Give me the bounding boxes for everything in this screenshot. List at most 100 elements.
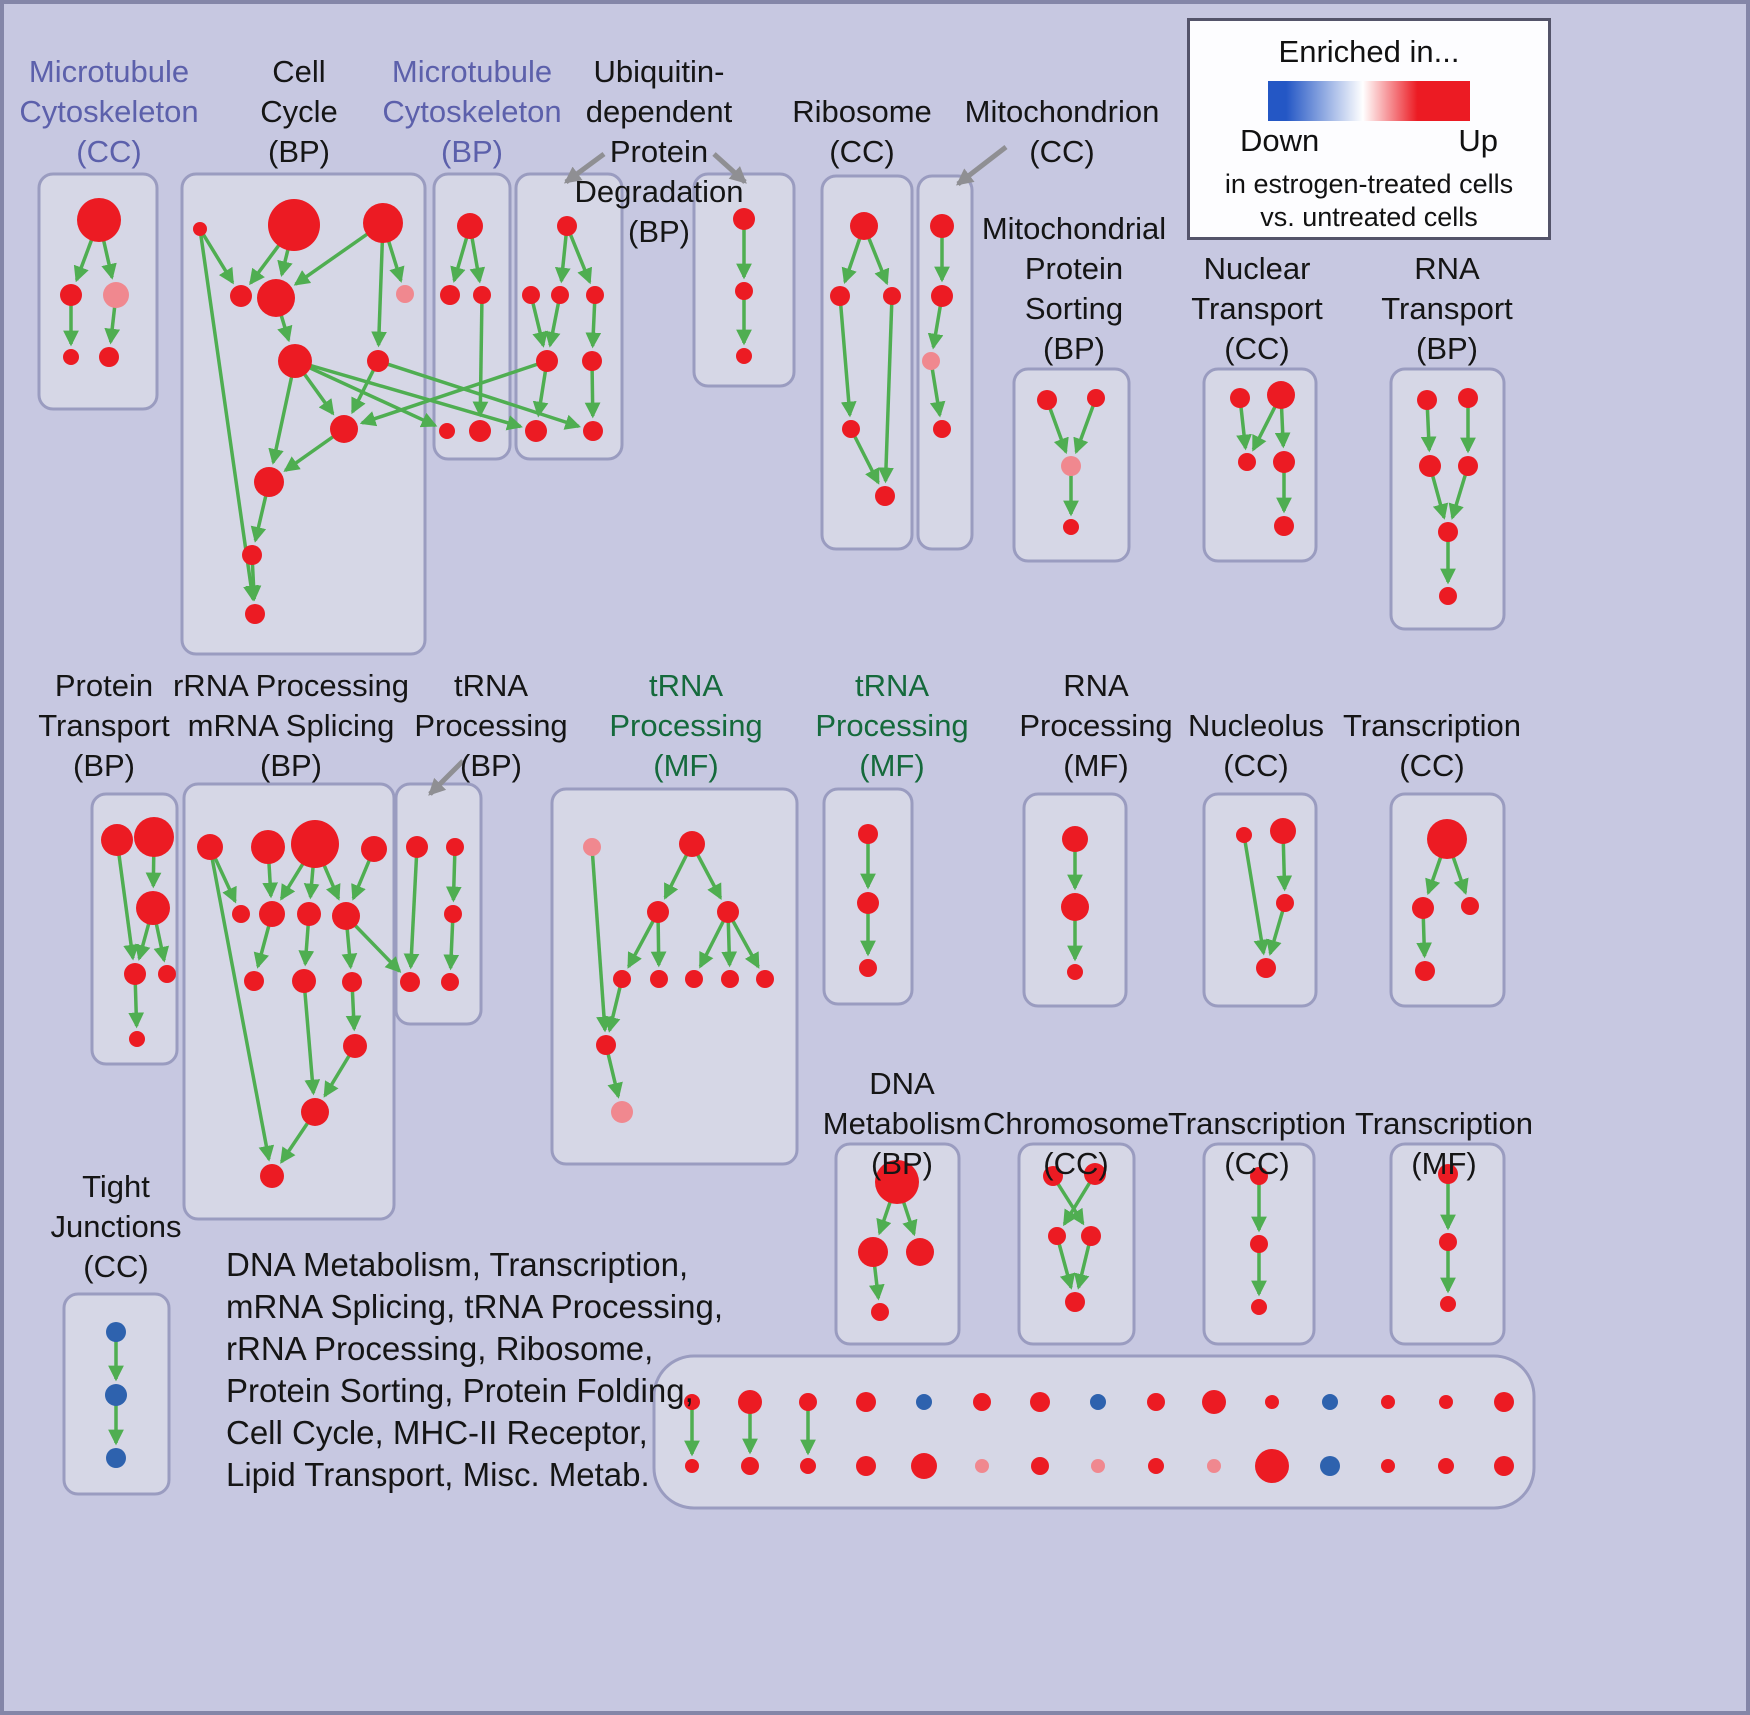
misc-cluster-node-12 <box>1381 1395 1395 1409</box>
ubiquitin-deg-a-node-3 <box>586 286 604 304</box>
microtubule-cc-node-2 <box>103 282 129 308</box>
trna-bp-edge-0 <box>403 846 420 970</box>
cell-cycle-node-10 <box>242 545 262 565</box>
misc-cluster-node-1 <box>738 1390 762 1414</box>
microtubule-bp-edge-2 <box>472 294 489 418</box>
misc-cluster-node-4 <box>916 1394 932 1410</box>
label-pointer-arrow-3 <box>428 759 465 796</box>
trna-bp-node-0 <box>406 836 428 858</box>
nucleolus-node-2 <box>1276 894 1294 912</box>
dna-metabolism-node-0 <box>875 1160 919 1204</box>
ubiquitin-deg-a-node-6 <box>525 420 547 442</box>
protein-transport-node-4 <box>158 965 176 983</box>
mito-protein-sorting-node-2 <box>1061 456 1081 476</box>
cell-cycle-edge-5 <box>371 222 387 348</box>
microtubule-bp-box <box>432 172 512 461</box>
trna-bp-node-4 <box>441 973 459 991</box>
transcription-cc-a-node-1 <box>1412 897 1434 919</box>
mito-protein-sorting-node-0 <box>1037 390 1057 410</box>
protein-transport-node-2 <box>136 891 170 925</box>
mito-protein-sorting-node-3 <box>1063 519 1079 535</box>
legend-title: Enriched in... <box>1278 34 1460 69</box>
rna-transport-node-3 <box>1458 456 1478 476</box>
cell-cycle-node-1 <box>268 199 320 251</box>
rna-transport-node-4 <box>1438 522 1458 542</box>
misc-cluster-node-24 <box>1207 1459 1221 1473</box>
misc-cluster-node-7 <box>1090 1394 1106 1410</box>
cell-cycle-edge-9 <box>268 360 297 465</box>
misc-cluster-node-10 <box>1265 1395 1279 1409</box>
misc-cluster-node-16 <box>741 1457 759 1475</box>
trna-bp-node-3 <box>400 972 420 992</box>
rrna-mrna-node-7 <box>332 902 360 930</box>
mitochondrion-cc-node-2 <box>922 352 940 370</box>
ubiquitin-deg-b-node-0 <box>733 208 755 230</box>
rna-transport-node-5 <box>1439 587 1457 605</box>
rrna-mrna-node-4 <box>232 905 250 923</box>
cross-edge-3 <box>359 359 548 427</box>
cell-cycle-node-11 <box>245 604 265 624</box>
rrna-mrna-node-5 <box>259 901 285 927</box>
trna-mf-left-node-1 <box>679 831 705 857</box>
misc-cluster-node-20 <box>975 1459 989 1473</box>
transcription-cc-a-node-3 <box>1415 961 1435 981</box>
rna-processing-mf-node-1 <box>1061 893 1089 921</box>
legend-down-label: Down <box>1240 123 1320 158</box>
protein-transport-box <box>90 792 179 1066</box>
misc-cluster-node-3 <box>856 1392 876 1412</box>
ribosome-cc-edge-2 <box>838 295 857 418</box>
label-pointer-arrow-1 <box>712 152 747 184</box>
cell-cycle-node-6 <box>278 344 312 378</box>
legend-axis-labels: Down Up <box>1190 123 1548 159</box>
mito-protein-sorting-edge-1 <box>1073 397 1098 455</box>
protein-transport-node-3 <box>124 963 146 985</box>
misc-cluster-node-28 <box>1438 1458 1454 1474</box>
mitochondrion-cc-node-3 <box>933 420 951 438</box>
microtubule-cc-node-1 <box>60 284 82 306</box>
dna-metabolism-node-3 <box>871 1303 889 1321</box>
transcription-cc-b-node-2 <box>1251 1299 1267 1315</box>
rrna-mrna-node-2 <box>291 820 339 868</box>
misc-cluster-node-21 <box>1031 1457 1049 1475</box>
chromosome-node-1 <box>1084 1163 1106 1185</box>
trna-mf-left-node-4 <box>613 970 631 988</box>
rna-processing-mf-node-0 <box>1062 826 1088 852</box>
cell-cycle-node-8 <box>330 415 358 443</box>
ubiquitin-deg-b-node-1 <box>735 282 753 300</box>
ubiquitin-deg-a-node-7 <box>583 421 603 441</box>
rrna-mrna-edge-13 <box>208 846 275 1162</box>
misc-cluster-node-8 <box>1147 1393 1165 1411</box>
mitochondrion-cc-node-0 <box>930 214 954 238</box>
rrna-mrna-node-11 <box>343 1034 367 1058</box>
legend-up-label: Up <box>1458 123 1498 158</box>
trna-mf-left-node-0 <box>583 838 601 856</box>
tight-junctions-node-2 <box>106 1448 126 1468</box>
protein-transport-node-1 <box>134 817 174 857</box>
misc-cluster-node-23 <box>1148 1458 1164 1474</box>
nuclear-transport-box <box>1202 367 1318 563</box>
chromosome-node-3 <box>1081 1226 1101 1246</box>
misc-cluster-box <box>652 1354 1536 1510</box>
nucleolus-node-0 <box>1236 827 1252 843</box>
chromosome-box <box>1017 1142 1136 1346</box>
microtubule-bp-node-2 <box>473 286 491 304</box>
microtubule-bp-node-4 <box>469 420 491 442</box>
misc-cluster-node-14 <box>1494 1392 1514 1412</box>
rna-transport-node-0 <box>1417 390 1437 410</box>
rrna-mrna-node-12 <box>301 1098 329 1126</box>
rrna-mrna-node-9 <box>292 969 316 993</box>
trna-mf-left-node-9 <box>596 1035 616 1055</box>
protein-transport-node-0 <box>101 824 133 856</box>
nuclear-transport-node-0 <box>1230 388 1250 408</box>
ribosome-cc-edge-4 <box>878 295 894 484</box>
microtubule-cc-node-0 <box>77 198 121 242</box>
ubiquitin-deg-a-node-4 <box>536 350 558 372</box>
chromosome-node-0 <box>1043 1166 1063 1186</box>
trna-mf-right-node-0 <box>858 824 878 844</box>
misc-cluster-node-27 <box>1381 1459 1395 1473</box>
ubiquitin-deg-a-node-0 <box>557 216 577 236</box>
trna-bp-node-2 <box>444 905 462 923</box>
legend-caption-line-2: vs. untreated cells <box>1260 202 1478 232</box>
rna-transport-node-2 <box>1419 455 1441 477</box>
cell-cycle-node-4 <box>257 279 295 317</box>
